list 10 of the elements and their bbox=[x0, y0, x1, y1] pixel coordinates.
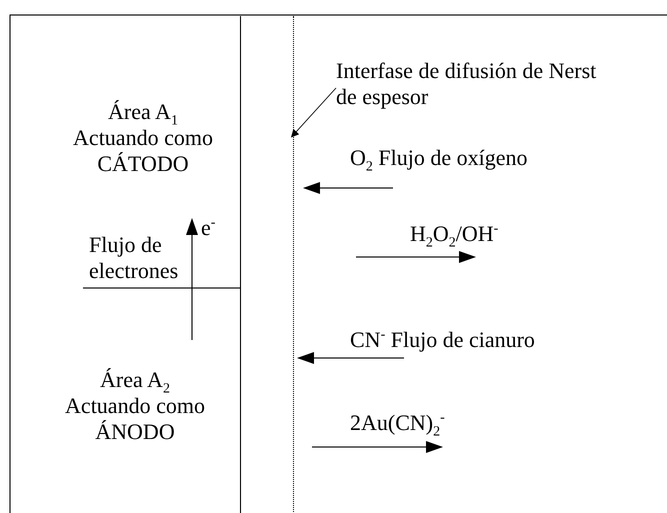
callout-text: Interfase de difusión de Nerst de espesor bbox=[336, 58, 621, 110]
electron-label: e$^{-}$ bbox=[201, 215, 216, 241]
flux-label: Flujo de electrones bbox=[89, 232, 180, 284]
leader-line bbox=[290, 88, 336, 138]
flux-label: H$_{2}$O$_{2}$/OH$^{-}$ bbox=[410, 221, 500, 247]
area-label: Área A$_{1}$ Actuando como CÁTODO bbox=[72, 99, 214, 177]
diffusion-layer bbox=[240, 16, 294, 513]
area-label: Área A$_{2}$ Actuando como ÁNODO bbox=[64, 367, 206, 445]
flux-label: CN$^{-}$ Flujo de cianuro bbox=[350, 327, 536, 353]
flux-label: O$_{2}$ Flujo de oxígeno bbox=[350, 145, 528, 171]
